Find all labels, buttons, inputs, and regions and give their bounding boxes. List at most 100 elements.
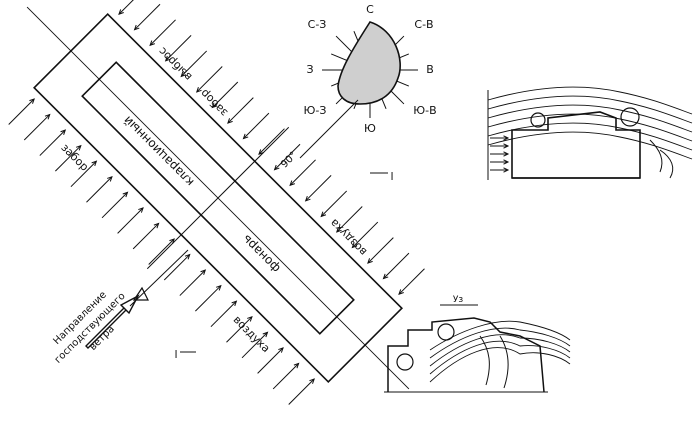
air-arrow-top — [367, 237, 394, 264]
rose-direction-label: З — [306, 63, 313, 76]
air-arrow-top — [211, 81, 239, 108]
arrow-head — [320, 211, 327, 218]
section-right-building — [511, 111, 641, 179]
dimension-right-label: l — [390, 170, 393, 183]
air-arrow-bottom — [101, 191, 128, 219]
air-arrow-top — [351, 221, 379, 248]
arrow-head — [122, 191, 129, 198]
rose-direction-label: С-З — [308, 18, 327, 31]
arrow-head — [242, 133, 249, 140]
section-right-flow-line — [487, 113, 693, 142]
arrow-head — [107, 175, 113, 182]
air-arrow-bottom — [148, 238, 175, 265]
arrow-head — [503, 135, 510, 141]
air-arrow-bottom — [86, 176, 113, 203]
section-right-flow-line — [487, 95, 693, 124]
air-arrow-top — [289, 159, 316, 186]
rose-direction-label: Ю — [364, 122, 376, 135]
air-arrow-top — [180, 50, 208, 77]
arrow-head — [503, 143, 510, 149]
arrow-head — [503, 151, 510, 157]
wind-rose: СС-ВВЮ-ВЮЮ-ЗЗС-З — [299, 3, 437, 159]
air-arrow-top — [149, 19, 176, 46]
arrow-head — [382, 273, 389, 280]
arrow-head — [351, 242, 358, 249]
arrow-head — [398, 289, 404, 295]
section-bottom-downdraft — [479, 335, 509, 389]
arrow-head — [153, 222, 160, 229]
air-arrow-bottom — [288, 378, 315, 405]
arrow-head — [227, 118, 233, 124]
air-arrow-top — [398, 268, 425, 295]
arrow-head — [309, 378, 315, 384]
arrow-head — [278, 347, 284, 353]
arrow-head — [180, 71, 187, 78]
air-arrow-bottom — [55, 145, 82, 172]
arrow-head — [195, 87, 202, 93]
section-bottom-flow-line — [429, 320, 571, 351]
section-bottom-building — [387, 317, 545, 393]
air-arrow-bottom — [226, 316, 253, 343]
arrow-head — [75, 144, 82, 151]
arrow-head — [211, 102, 218, 109]
arrow-head — [60, 129, 67, 136]
arrow-head — [149, 40, 156, 47]
rose-direction-label: Ю-З — [304, 104, 327, 117]
air-arrow-top — [134, 3, 161, 31]
arrow-head — [184, 253, 191, 260]
air-arrow-top — [320, 190, 348, 217]
arrow-head — [133, 24, 140, 31]
wind-arrow-tip — [132, 286, 149, 301]
left-intake-text: забор — [59, 141, 92, 174]
air-arrow-top — [305, 175, 332, 202]
arrow-head — [200, 269, 207, 276]
air-arrow-bottom — [257, 347, 284, 374]
plan-rotated-frame: кларационныйфонарьвыбросзаборвоздухазабо… — [8, 0, 425, 405]
air-arrow-top — [258, 128, 285, 155]
air-arrow-top — [243, 112, 270, 139]
air-arrow-bottom — [210, 300, 237, 328]
arrow-head — [138, 207, 144, 213]
air-arrow-top — [227, 97, 254, 124]
section-bottom-label: Уз — [453, 295, 463, 305]
arrow-head — [258, 149, 264, 155]
arrow-head — [118, 9, 124, 15]
air-arrow-top — [336, 206, 363, 233]
arrow-head — [304, 195, 311, 202]
dimension-bottom-label: l — [174, 348, 177, 361]
air-arrow-top — [165, 35, 192, 62]
section-bottom-vortex-left — [396, 353, 414, 371]
arrow-head — [273, 164, 280, 171]
arrow-head — [262, 331, 269, 338]
air-arrow-bottom — [163, 254, 191, 281]
arrow-head — [164, 55, 171, 62]
arrow-head — [215, 284, 222, 291]
plan-centre-axis-long — [26, 6, 410, 390]
arrow-head — [247, 315, 253, 322]
section-bottom-flow-line — [429, 340, 571, 375]
rose-direction-label: С-В — [414, 18, 433, 31]
section-bottom-flow-line — [429, 347, 571, 383]
rose-direction-label: В — [426, 63, 434, 76]
connector-line — [129, 249, 189, 307]
air-arrow-top — [274, 143, 301, 171]
section-right-flow-line — [487, 131, 693, 160]
top-exhaust-text: выброс — [156, 45, 195, 84]
air-arrow-bottom — [23, 114, 51, 141]
cross-section-right — [487, 86, 693, 180]
lantern-text-1: кларационный — [121, 113, 197, 189]
section-right-wake — [649, 139, 674, 179]
rose-petal-shape — [337, 21, 401, 105]
arrow-head — [91, 160, 98, 167]
lantern-text-2: фонарь — [239, 232, 282, 275]
rose-direction-label: Ю-В — [413, 104, 436, 117]
arrow-head — [503, 159, 510, 165]
section-right-vortex-right — [620, 107, 640, 127]
section-bottom-flow-line — [429, 334, 571, 367]
air-arrow-top — [383, 252, 410, 279]
arrow-head — [335, 227, 342, 233]
arrow-head — [29, 98, 35, 104]
air-arrow-bottom — [70, 160, 97, 188]
